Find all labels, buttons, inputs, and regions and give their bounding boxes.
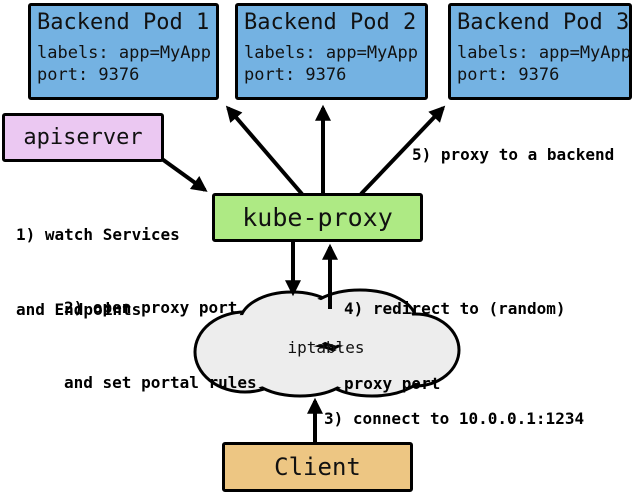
backend-pod-3-title: Backend Pod 3 (457, 10, 630, 35)
annotation-step1-line1: 1) watch Services (16, 225, 180, 244)
backend-pod-1-title: Backend Pod 1 (37, 10, 210, 35)
backend-pod-2-title: Backend Pod 2 (244, 10, 417, 35)
backend-pod-3-port: port: 9376 (457, 65, 560, 85)
apiserver-label: apiserver (23, 125, 143, 150)
arrow-step5-to-pod1 (225, 105, 304, 196)
annotation-step2: 2) open proxy port and set portal rules (64, 245, 257, 445)
arrow-step5-to-pod3 (359, 105, 446, 196)
annotation-step1-line2: and Endpoints (16, 300, 142, 319)
kube-proxy-label: kube-proxy (242, 203, 393, 232)
apiserver-node: apiserver (2, 113, 164, 162)
annotation-step1: 1) watch Services and Endpoints (16, 172, 180, 372)
annotation-step5: 5) proxy to a backend (412, 145, 615, 164)
annotation-step4: 4) redirect to (random) proxy port (344, 246, 566, 446)
backend-pod-1: Backend Pod 1 labels: app=MyApp port: 93… (28, 3, 219, 100)
annotation-step2-line1: 2) open proxy port (64, 298, 238, 317)
annotation-step4-line1: 4) redirect to (random) (344, 299, 566, 318)
kube-proxy-node: kube-proxy (212, 193, 423, 242)
iptables-label: iptables (287, 338, 364, 357)
client-node: Client (222, 442, 413, 492)
annotation-step3: 3) connect to 10.0.0.1:1234 (324, 409, 585, 428)
backend-pod-3: Backend Pod 3 labels: app=MyApp port: 93… (448, 3, 632, 100)
iptables-cloud-fill (198, 293, 456, 393)
backend-pod-2-port: port: 9376 (244, 65, 347, 85)
client-label: Client (274, 453, 361, 481)
backend-pod-3-labels: labels: app=MyApp (457, 43, 631, 63)
backend-pod-1-labels: labels: app=MyApp (37, 43, 211, 63)
backend-pod-2-labels: labels: app=MyApp (244, 43, 418, 63)
backend-pod-2: Backend Pod 2 labels: app=MyApp port: 93… (235, 3, 428, 100)
arrow-step1-apiserver-to-kubeproxy (160, 157, 208, 192)
annotation-step4-line2: proxy port (344, 374, 441, 393)
backend-pod-1-port: port: 9376 (37, 65, 140, 85)
annotation-step2-line2: and set portal rules (64, 373, 257, 392)
